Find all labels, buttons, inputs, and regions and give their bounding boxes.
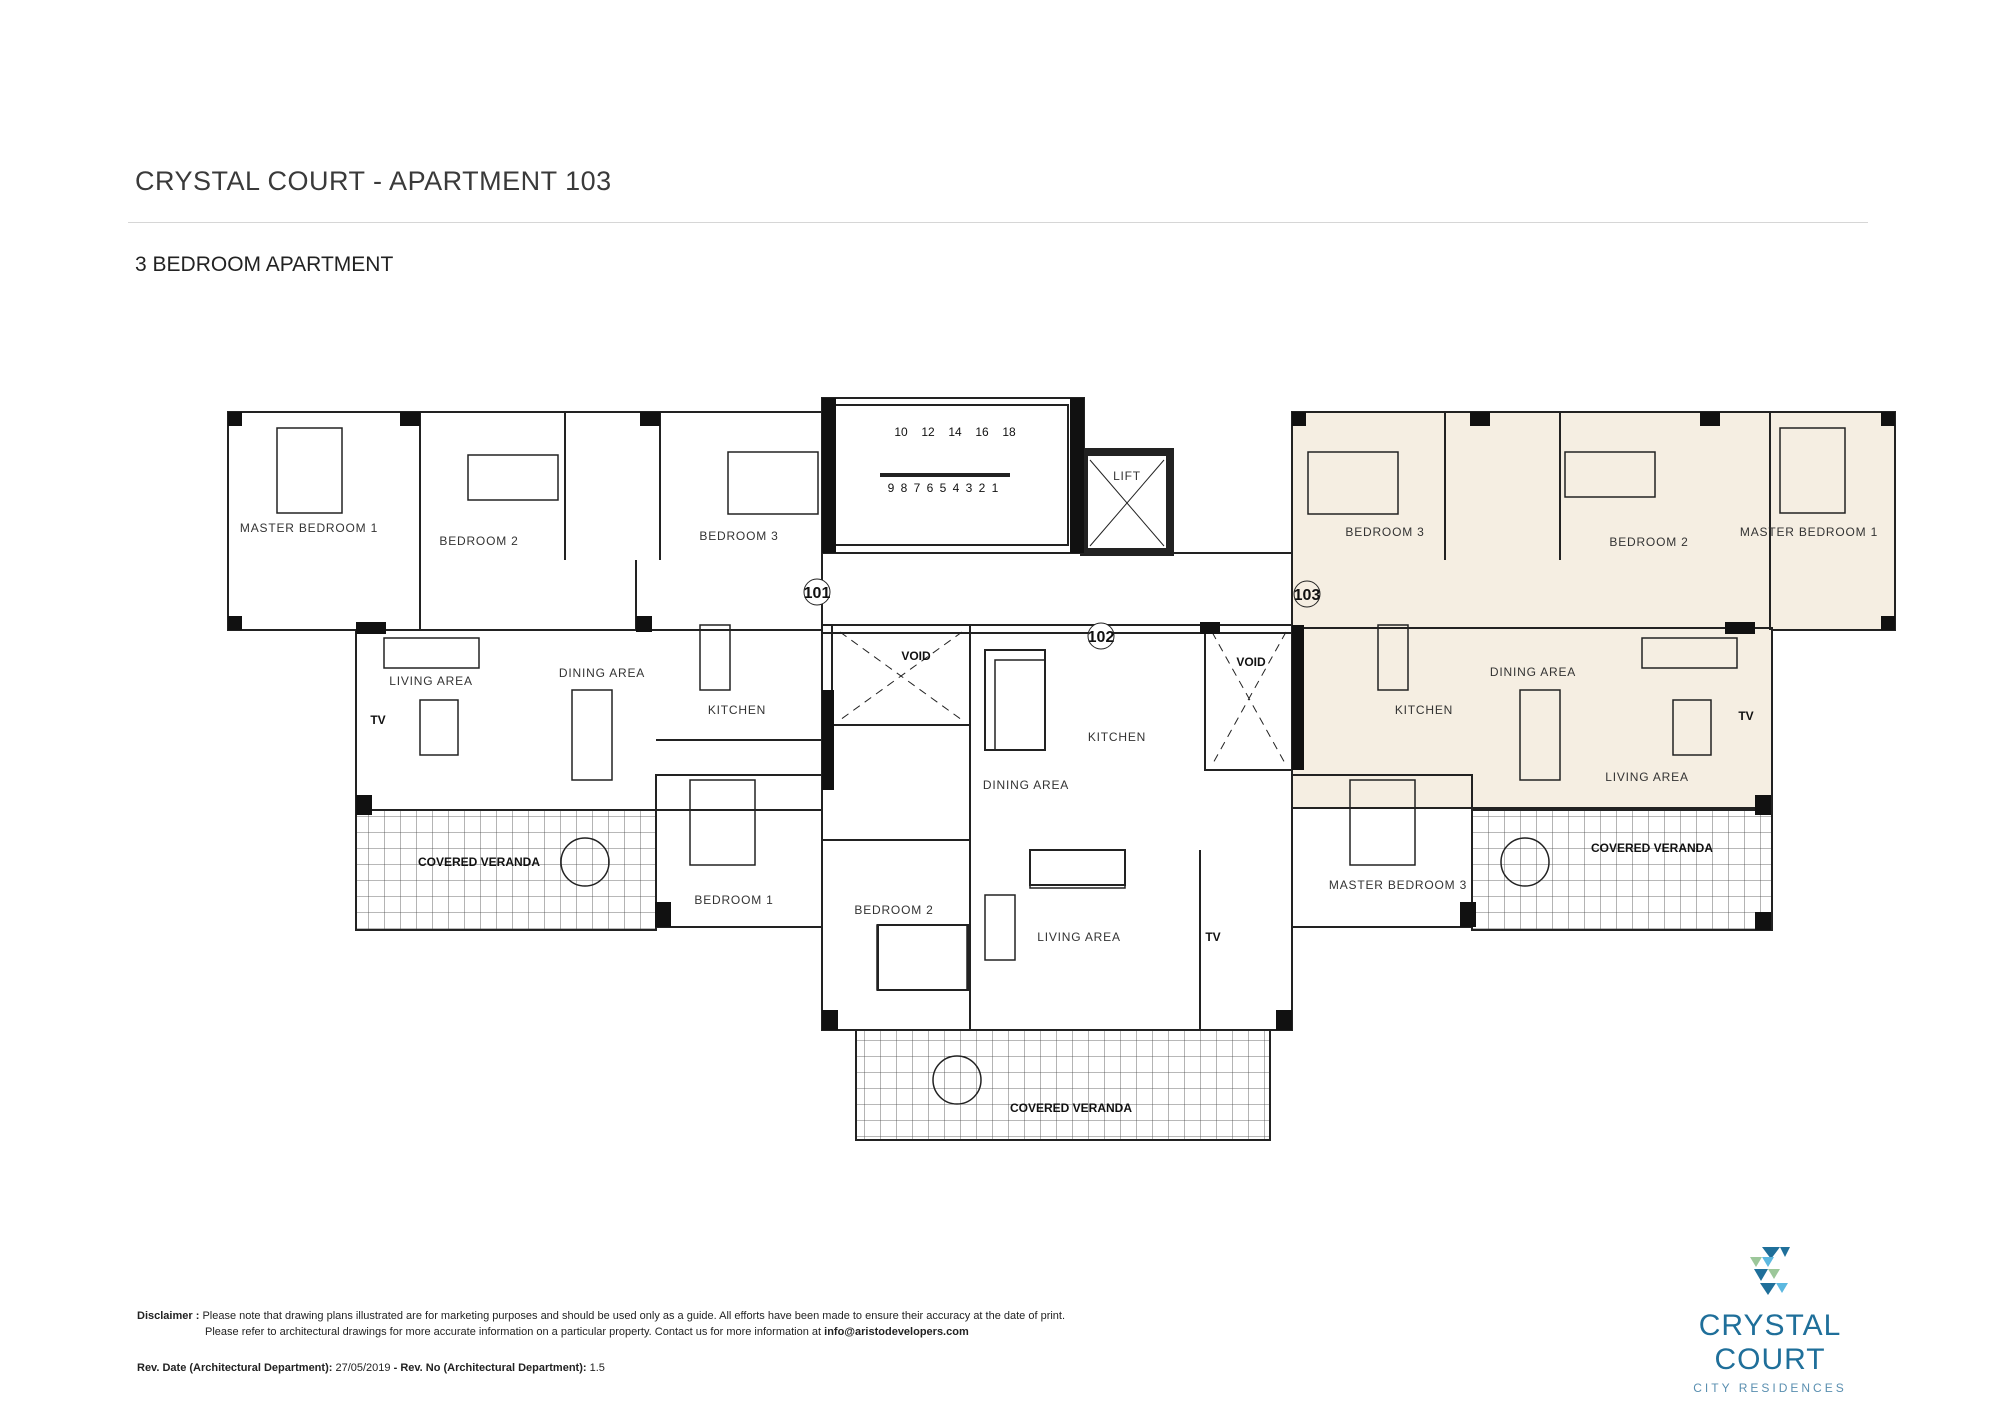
room-label: BEDROOM 3 — [1345, 525, 1424, 539]
svg-text:14: 14 — [948, 425, 962, 439]
room-label: BEDROOM 2 — [439, 534, 518, 548]
structural-columns — [228, 398, 1895, 1030]
room-label: MASTER BEDROOM 3 — [1329, 878, 1467, 892]
room-label: LIVING AREA — [1037, 930, 1121, 944]
stair-numbers: 10 12 14 16 18 9 8 7 6 5 4 3 2 1 — [888, 425, 1016, 495]
room-label: KITCHEN — [1088, 730, 1146, 744]
apartment-type: 3 BEDROOM APARTMENT — [135, 253, 394, 276]
rev-no-label: - Rev. No (Architectural Department): — [393, 1362, 587, 1374]
room-label: DINING AREA — [983, 778, 1069, 792]
room-label: COVERED VERANDA — [418, 855, 540, 869]
apartment-102 — [821, 552, 1293, 1141]
room-label: KITCHEN — [1395, 703, 1453, 717]
logo-tagline: CITY RESIDENCES — [1693, 1381, 1847, 1395]
apartment-103 — [1291, 412, 1773, 931]
lift-label: LIFT — [1113, 469, 1141, 483]
svg-text:8: 8 — [901, 481, 908, 495]
rev-date-label: Rev. Date (Architectural Department): — [137, 1362, 333, 1374]
void-label: VOID — [1236, 655, 1266, 669]
tv-label: TV — [1738, 709, 1753, 723]
rev-no: 1.5 — [589, 1362, 605, 1374]
svg-text:102: 102 — [1088, 629, 1115, 646]
svg-text:16: 16 — [975, 425, 989, 439]
disclaimer-line-2: Please refer to architectural drawings f… — [205, 1326, 822, 1338]
lift-shaft — [1080, 448, 1174, 556]
room-label: BEDROOM 3 — [699, 529, 778, 543]
furniture — [276, 427, 1846, 1105]
room-label: MASTER BEDROOM 1 — [1740, 525, 1878, 539]
void-label: VOID — [901, 649, 931, 663]
svg-text:103: 103 — [1294, 587, 1321, 604]
room-label: LIVING AREA — [1605, 770, 1689, 784]
revision-info: Rev. Date (Architectural Department): 27… — [137, 1362, 605, 1374]
room-label: BEDROOM 2 — [854, 903, 933, 917]
svg-text:5: 5 — [940, 481, 947, 495]
room-label: MASTER BEDROOM 1 — [240, 521, 378, 535]
logo-crystal-icon — [1750, 1247, 1790, 1295]
svg-text:12: 12 — [921, 425, 935, 439]
disclaimer: Disclaimer : Please note that drawing pl… — [137, 1308, 1065, 1340]
room-label: DINING AREA — [1490, 665, 1576, 679]
room-label: LIVING AREA — [389, 674, 473, 688]
svg-text:101: 101 — [804, 585, 831, 602]
svg-text:9: 9 — [888, 481, 895, 495]
room-label: DINING AREA — [559, 666, 645, 680]
title-divider — [128, 222, 1868, 223]
unit-number-102: 102 — [1087, 622, 1115, 650]
page-title: CRYSTAL COURT - APARTMENT 103 — [135, 166, 612, 196]
disclaimer-label: Disclaimer : — [137, 1310, 200, 1322]
stairwell — [821, 397, 1085, 554]
room-label: KITCHEN — [708, 703, 766, 717]
logo-name: CRYSTAL COURT — [1698, 1309, 1842, 1376]
room-label: COVERED VERANDA — [1591, 841, 1713, 855]
svg-text:3: 3 — [966, 481, 973, 495]
crystal-court-logo: CRYSTAL COURT CITY RESIDENCES — [1640, 1245, 1900, 1395]
room-label: BEDROOM 2 — [1609, 535, 1688, 549]
room-label: COVERED VERANDA — [1010, 1101, 1132, 1115]
unit-number-103: 103 — [1293, 580, 1321, 608]
apartment-101 — [227, 411, 823, 931]
svg-text:6: 6 — [927, 481, 934, 495]
room-label: BEDROOM 1 — [694, 893, 773, 907]
svg-text:1: 1 — [992, 481, 999, 495]
rev-date: 27/05/2019 — [335, 1362, 391, 1374]
svg-text:2: 2 — [979, 481, 986, 495]
svg-text:7: 7 — [914, 481, 921, 495]
apartment-103-highlight — [1291, 411, 1896, 809]
disclaimer-line-1: Please note that drawing plans illustrat… — [202, 1310, 1066, 1322]
svg-text:10: 10 — [894, 425, 908, 439]
svg-text:18: 18 — [1002, 425, 1016, 439]
tv-label: TV — [1205, 930, 1220, 944]
contact-email-link[interactable]: info@aristodevelopers.com — [824, 1326, 969, 1338]
tv-label: TV — [370, 713, 385, 727]
svg-text:4: 4 — [953, 481, 960, 495]
unit-number-101: 101 — [803, 578, 831, 606]
